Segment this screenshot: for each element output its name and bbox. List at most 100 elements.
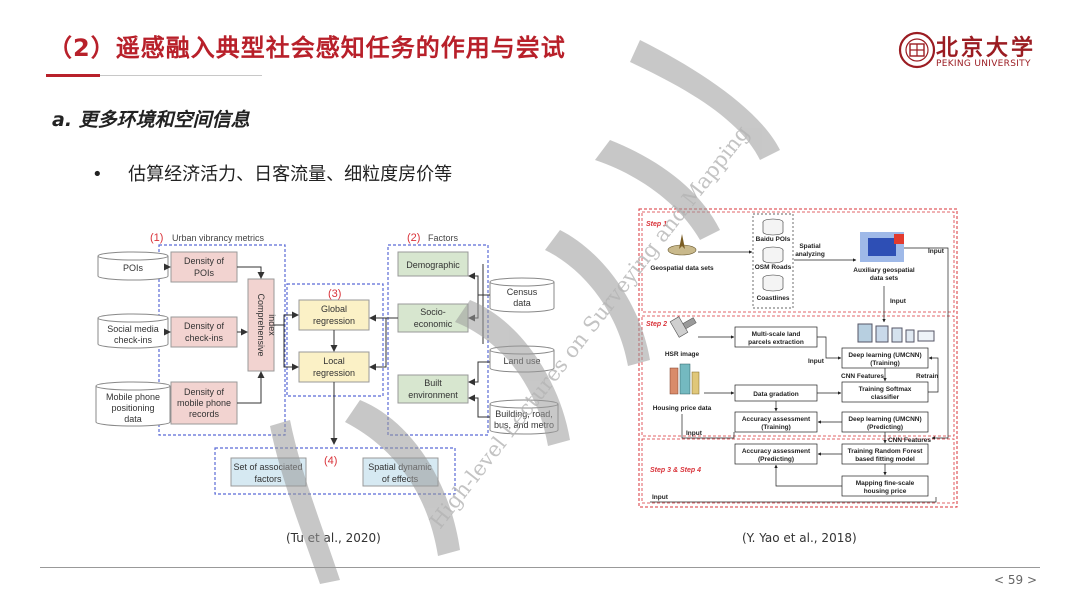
box-accuracy-predicting: Accuracy assessment (Predicting) — [734, 443, 818, 465]
svg-text:POIs: POIs — [194, 268, 215, 278]
svg-text:mobile phone: mobile phone — [177, 398, 231, 408]
svg-text:Training Softmax: Training Softmax — [859, 386, 912, 393]
box-random-forest: Training Random Forest based fitting mod… — [841, 443, 929, 465]
urban-vibrancy-flowchart: (1) Urban vibrancy metrics (2) Factors (… — [95, 232, 559, 495]
svg-text:check-ins: check-ins — [114, 335, 153, 345]
svg-text:positioning: positioning — [111, 403, 154, 413]
svg-text:records: records — [189, 409, 220, 419]
bullet-marker: • — [92, 164, 103, 185]
university-seal-icon — [898, 31, 936, 69]
box-built-environment: Built environment — [397, 374, 469, 404]
box-socio-economic: Socio- economic — [397, 303, 469, 333]
section-number-2: (2) — [407, 232, 420, 244]
cylinder-osm-roads: OSM Roads — [755, 246, 792, 271]
svg-text:Deep learning (UMCNN): Deep learning (UMCNN) — [848, 352, 921, 359]
section-number-1: (1) — [150, 232, 163, 244]
frame-step2 — [641, 315, 955, 437]
box-local-regression: Local regression — [298, 351, 370, 383]
frame-regression — [286, 283, 384, 397]
icon-geospatial-compass — [667, 234, 697, 256]
svg-text:(Predicting): (Predicting) — [867, 424, 903, 431]
bullet-item: • 估算经济活力、日客流量、细粒度房价等 — [92, 160, 452, 186]
box-softmax: Training Softmax classifier — [841, 381, 929, 403]
svg-text:Set of associated: Set of associated — [233, 462, 302, 472]
svg-text:(Training): (Training) — [761, 424, 791, 431]
frame-step1 — [641, 211, 955, 313]
logo-name-chinese: 北京大学 — [936, 35, 1037, 61]
box-comprehensive-index: Comprehensive index — [247, 278, 277, 372]
svg-text:check-ins: check-ins — [185, 333, 224, 343]
data-source-building: Building, road, bus, and metro — [489, 399, 559, 435]
section-subheading: a. 更多环境和空间信息 — [52, 109, 250, 131]
label-hsr-image: HSR image — [665, 351, 700, 358]
svg-text:Census: Census — [507, 287, 538, 297]
box-multiscale-parcels: Multi-scale land parcels extraction — [734, 326, 818, 348]
data-source-social-media: Social media check-ins — [97, 313, 169, 349]
svg-text:Social media: Social media — [107, 324, 159, 334]
university-logo — [898, 31, 936, 69]
label-housing-price: Housing price data — [653, 405, 712, 412]
svg-text:housing price: housing price — [864, 488, 907, 495]
label-input-train: Input — [686, 430, 703, 437]
box-dl-predicting: Deep learning (UMCNN) (Predicting) — [841, 411, 929, 433]
section-number-4: (4) — [324, 455, 337, 467]
label-input-bottom: Input — [652, 494, 669, 501]
frame-data-layers — [752, 213, 794, 309]
svg-text:Built: Built — [424, 378, 442, 388]
box-data-gradation: Data gradation — [734, 384, 818, 402]
data-source-census: Census data — [489, 277, 555, 313]
caption-left-figure: (Tu et al., 2020) — [286, 531, 381, 545]
svg-text:Local: Local — [323, 356, 345, 366]
label-retrain: Retrain — [916, 373, 938, 380]
label-auxiliary-2: data sets — [870, 275, 899, 282]
svg-text:OSM Roads: OSM Roads — [755, 264, 792, 271]
data-source-mobile-phone: Mobile phone positioning data — [95, 381, 171, 427]
svg-text:bus, and metro: bus, and metro — [494, 420, 554, 430]
box-density-mobile: Density of mobile phone records — [170, 381, 238, 425]
svg-text:Socio-: Socio- — [420, 307, 446, 317]
svg-text:data: data — [513, 298, 531, 308]
slide-title: （2）遥感融入典型社会感知任务的作用与尝试 — [48, 34, 566, 62]
svg-text:POIs: POIs — [123, 263, 144, 273]
svg-text:Building, road,: Building, road, — [495, 409, 553, 419]
svg-text:Mapping fine-scale: Mapping fine-scale — [856, 480, 915, 487]
cylinder-baidu-pois: Baidu POIs — [756, 218, 791, 243]
bullet-text: 估算经济活力、日客流量、细粒度房价等 — [128, 164, 453, 185]
svg-text:Mobile phone: Mobile phone — [106, 392, 160, 402]
box-global-regression: Global regression — [298, 299, 370, 331]
svg-text:Comprehensive: Comprehensive — [256, 293, 266, 356]
svg-text:Density of: Density of — [184, 256, 225, 266]
box-mapping: Mapping fine-scale housing price — [841, 475, 929, 497]
svg-text:Data gradation: Data gradation — [753, 391, 799, 398]
svg-text:regression: regression — [313, 316, 355, 326]
svg-text:Coastlines: Coastlines — [757, 295, 790, 302]
svg-text:Density of: Density of — [184, 387, 225, 397]
svg-text:of effects: of effects — [382, 474, 419, 484]
label-analyzing: analyzing — [795, 251, 825, 258]
cylinder-coastlines: Coastlines — [757, 274, 790, 302]
label-auxiliary-1: Auxiliary geospatial — [853, 267, 915, 274]
section-title-2: Factors — [428, 233, 459, 243]
title-underline-accent — [46, 74, 100, 77]
svg-text:regression: regression — [313, 368, 355, 378]
box-demographic: Demographic — [397, 251, 469, 277]
data-source-pois: POIs — [97, 251, 169, 281]
label-spatial: Spatial — [799, 243, 821, 250]
svg-text:parcels extraction: parcels extraction — [748, 339, 804, 346]
label-step34: Step 3 & Step 4 — [650, 467, 701, 474]
caption-right-figure: (Y. Yao et al., 2018) — [742, 531, 857, 545]
page-number: < 59 > — [994, 573, 1038, 587]
svg-text:Demographic: Demographic — [406, 260, 460, 270]
label-step2: Step 2 — [646, 321, 667, 328]
svg-text:Accuracy assessment: Accuracy assessment — [742, 416, 811, 423]
cnn-architecture-thumbnail — [857, 323, 935, 343]
svg-text:classifier: classifier — [871, 394, 900, 401]
svg-text:environment: environment — [408, 390, 458, 400]
svg-text:index: index — [267, 314, 277, 336]
svg-text:Spatial dynamic: Spatial dynamic — [368, 462, 432, 472]
label-cnn-features-2: CNN Features — [888, 437, 931, 444]
svg-text:Training Random Forest: Training Random Forest — [848, 448, 924, 455]
data-source-land-use: Land use — [489, 345, 555, 373]
label-input-dl: Input — [808, 358, 825, 365]
svg-text:Multi-scale land: Multi-scale land — [752, 331, 801, 338]
